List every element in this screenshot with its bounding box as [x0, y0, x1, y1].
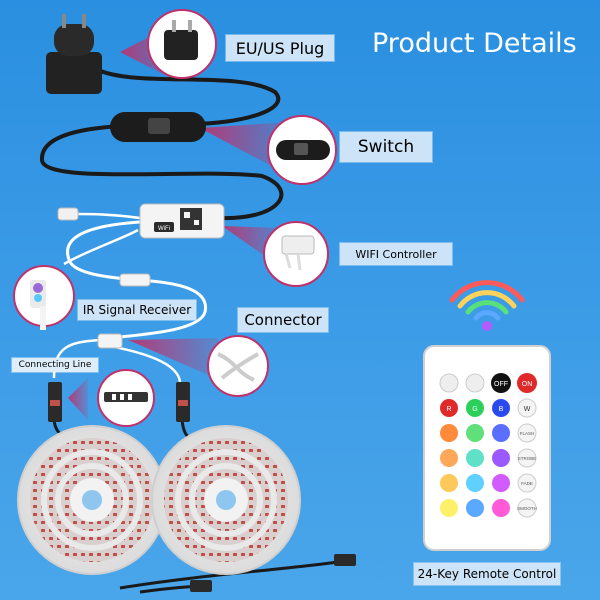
flash-button[interactable] — [517, 423, 537, 443]
inline-switch — [110, 112, 206, 142]
ir-zoom-circle — [13, 265, 75, 330]
on-button[interactable] — [517, 373, 537, 393]
color-button-3-2[interactable] — [492, 499, 510, 517]
plug-label: EU/US Plug — [226, 35, 334, 61]
color-button-grid — [440, 424, 510, 517]
connector-zoom-circle — [207, 335, 269, 397]
strip-plug-right — [176, 382, 190, 422]
switch-zoom-circle — [267, 115, 337, 185]
color-button-2-0[interactable] — [440, 474, 458, 492]
wifi-controller: WiFi — [139, 203, 225, 239]
page-title: Product Details — [372, 28, 577, 59]
blue-label: B — [499, 406, 504, 413]
color-button-0-1[interactable] — [466, 424, 484, 442]
power-cable — [39, 68, 284, 221]
plug-zoom-circle-2 — [97, 369, 155, 427]
switch-callout-beam — [200, 122, 290, 176]
tail-connector-2 — [190, 580, 212, 592]
led-reel-right — [151, 425, 301, 575]
remote-label: 24-Key Remote Control — [414, 563, 560, 585]
white-button[interactable] — [517, 398, 537, 418]
blue-button[interactable] — [492, 399, 510, 417]
led-reel-left — [17, 425, 167, 575]
tail-connector-1 — [334, 554, 356, 566]
ir-receiver-label: IR Signal Receiver — [78, 300, 196, 320]
brightness-up-button[interactable] — [439, 373, 459, 393]
wifi-controller-label: WIFI Controller — [340, 243, 452, 265]
input-jack — [57, 207, 79, 221]
color-button-3-0[interactable] — [440, 499, 458, 517]
color-button-1-1[interactable] — [466, 449, 484, 467]
on-label: ON — [522, 381, 533, 388]
off-button[interactable] — [491, 373, 511, 393]
mode-button-column: FLASH STROBE FADE SMOOTH — [517, 423, 537, 518]
strobe-button[interactable] — [517, 448, 537, 468]
wifi-zoom-circle — [263, 221, 329, 287]
red-label: R — [446, 406, 451, 413]
flash-label: FLASH — [520, 431, 535, 436]
brightness-down-button[interactable] — [465, 373, 485, 393]
controller-badge: WiFi — [158, 226, 170, 232]
fade-label: FADE — [521, 481, 533, 486]
fade-button[interactable] — [517, 473, 537, 493]
color-button-2-1[interactable] — [466, 474, 484, 492]
smooth-button[interactable] — [517, 498, 537, 518]
white-label: W — [524, 406, 531, 413]
strobe-label: STROBE — [518, 456, 537, 461]
switch-label: Switch — [340, 132, 432, 162]
color-button-1-2[interactable] — [492, 449, 510, 467]
power-adapter — [46, 14, 102, 94]
strip-plug-left — [48, 382, 62, 422]
splitter-connector — [97, 333, 123, 349]
green-button[interactable] — [466, 399, 484, 417]
input-cable — [75, 212, 141, 220]
off-label: OFF — [494, 381, 508, 388]
color-button-1-0[interactable] — [440, 449, 458, 467]
color-button-0-0[interactable] — [440, 424, 458, 442]
plug-zoom-circle — [147, 9, 217, 79]
color-button-3-1[interactable] — [466, 499, 484, 517]
rainbow-wifi-icon — [449, 280, 525, 331]
color-button-2-2[interactable] — [492, 474, 510, 492]
cable-connector — [119, 273, 151, 287]
connecting-line-label: Connecting Line — [12, 358, 98, 372]
green-label: G — [472, 406, 477, 413]
remote-control: OFF ON R G B W FLASH STROBE FADE SMOOTH — [423, 345, 551, 551]
connector-callout-beam — [128, 338, 220, 380]
ir-cable — [63, 228, 139, 266]
line-callout-beam — [68, 378, 88, 420]
connector-label: Connector — [238, 308, 328, 332]
red-button[interactable] — [440, 399, 458, 417]
color-button-0-2[interactable] — [492, 424, 510, 442]
smooth-label: SMOOTH — [517, 506, 537, 511]
